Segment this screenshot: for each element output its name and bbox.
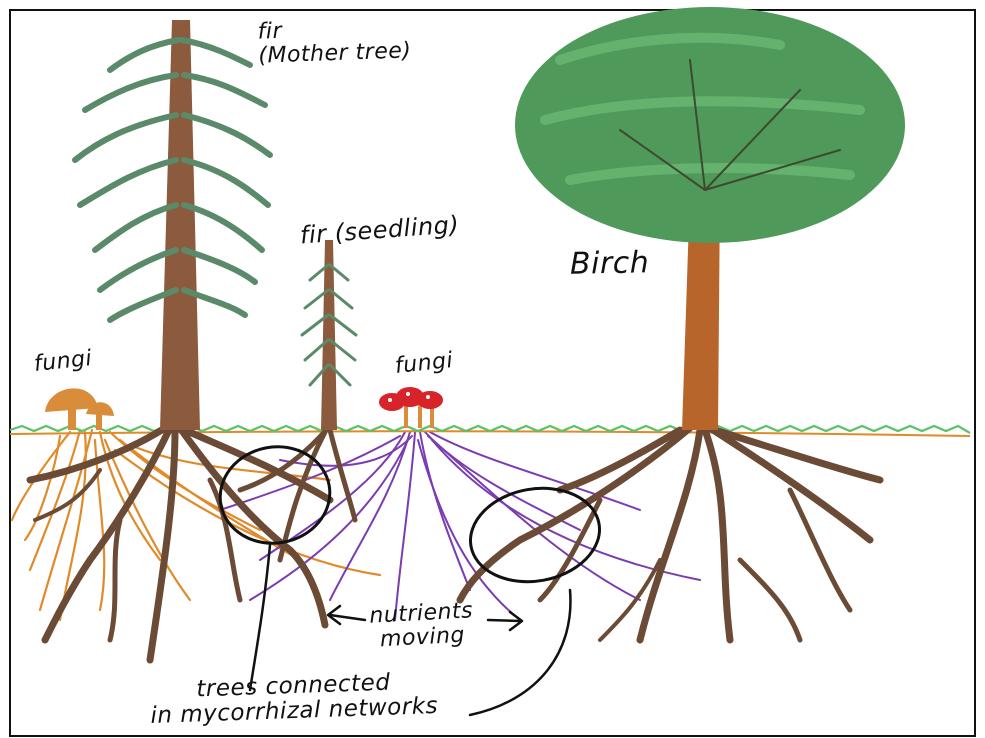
mother-tree-label: fir (Mother tree) xyxy=(257,15,412,68)
birch-label: Birch xyxy=(570,247,650,281)
mycorrhizal-networks-label: trees connected in mycorrhizal networks xyxy=(149,669,438,729)
nutrients-moving-label: nutrients moving xyxy=(369,599,475,652)
